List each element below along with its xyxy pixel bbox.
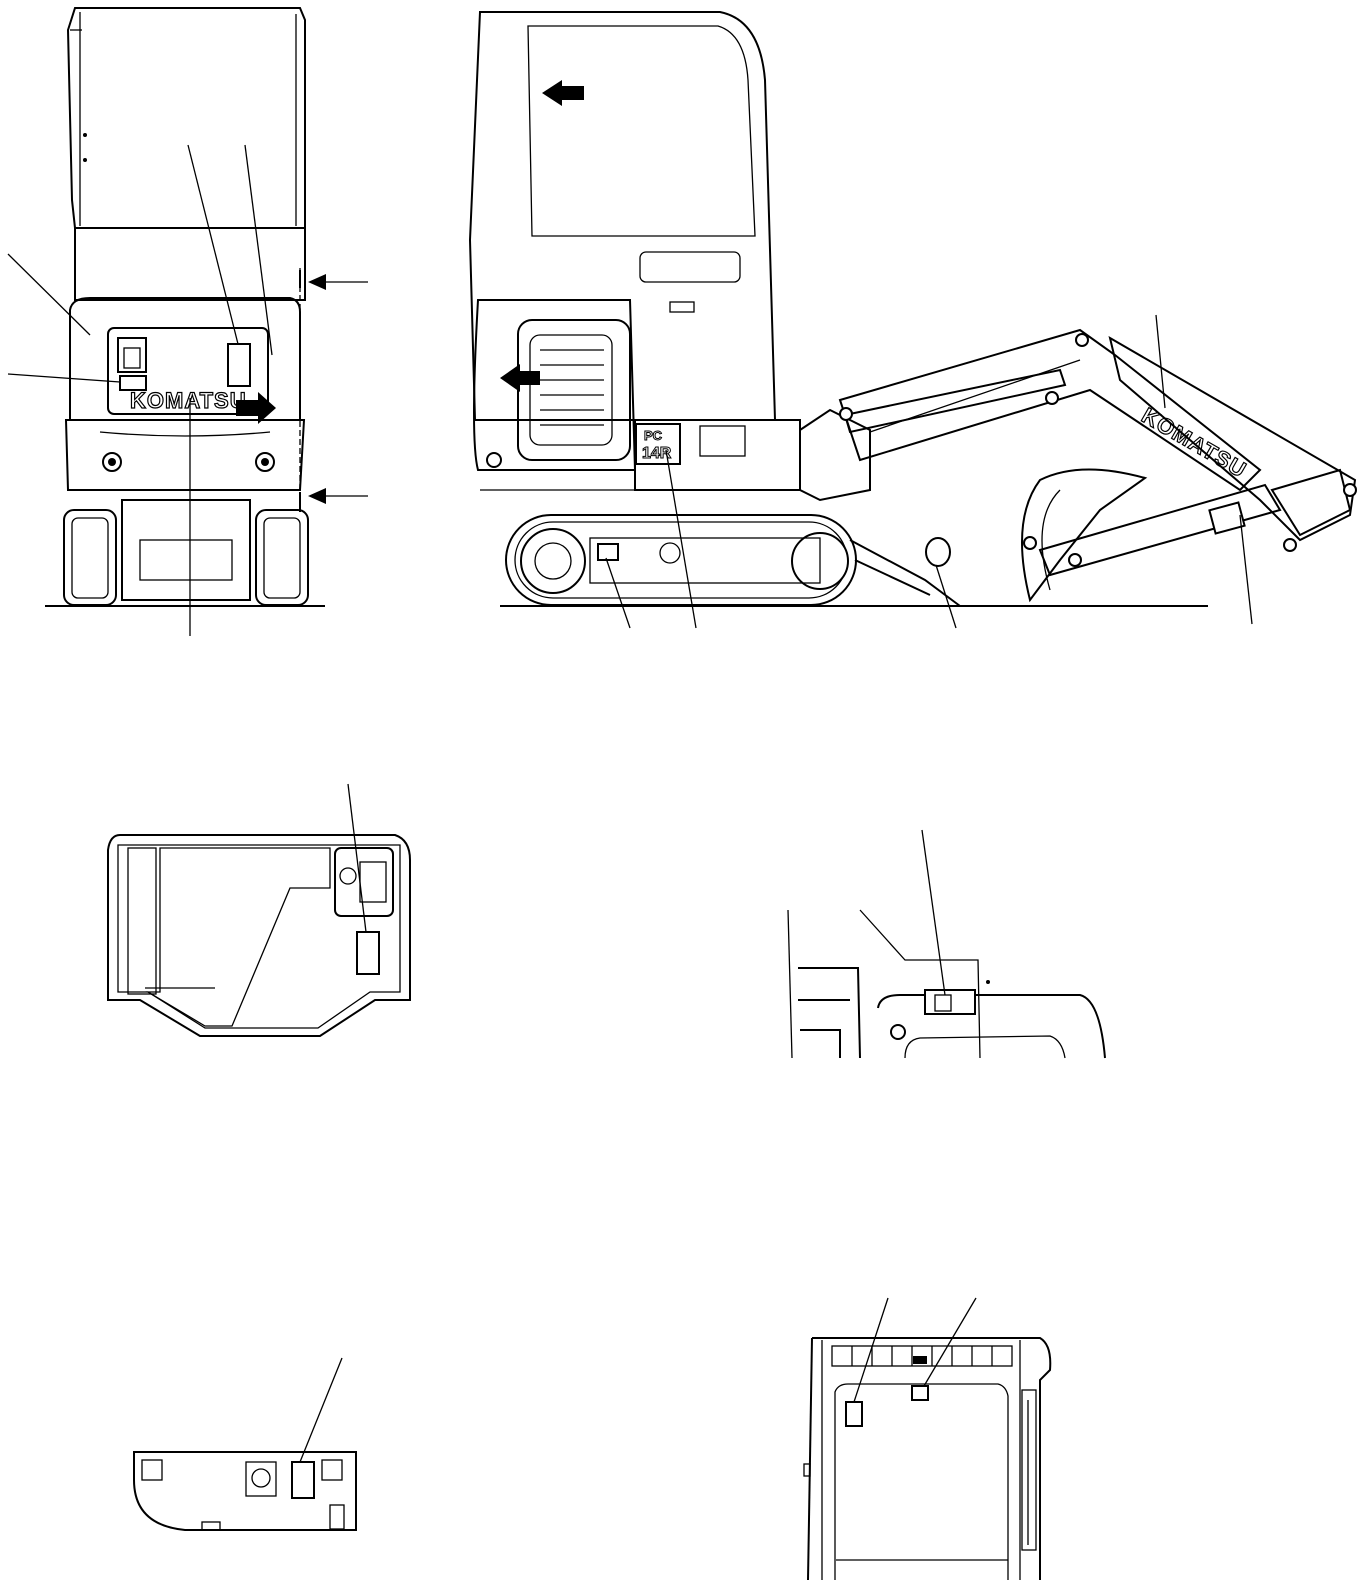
side-engine-panel: [473, 299, 637, 471]
leader-line: [187, 144, 239, 345]
arrow-right-icon: [236, 392, 276, 424]
cab-rear-window: [834, 1383, 1009, 1580]
decal-box-rear-right: [227, 343, 251, 387]
leader-line: [244, 144, 273, 356]
arrow-left-icon: [500, 364, 540, 392]
engine-hood-detail: [107, 783, 411, 1037]
decal-box-arm: [1208, 501, 1246, 535]
leader-line: [935, 564, 957, 629]
rear-view: KOMATSU: [7, 7, 368, 636]
cab-door-edge: [787, 909, 793, 1059]
arm: [1108, 335, 1357, 542]
rear-light: [117, 337, 147, 373]
leader-line: [1239, 514, 1253, 625]
rear-undercarriage-frame: [121, 499, 251, 601]
leader-line: [921, 829, 946, 996]
cab-seat-frame: [877, 994, 1106, 1059]
leader-line: [347, 783, 367, 933]
leader-line: [665, 449, 697, 629]
leader-line: [1155, 314, 1166, 409]
cab-interior-detail: [787, 829, 1106, 1059]
side-cab-window: [527, 25, 756, 237]
leader-line: [853, 1297, 889, 1403]
arrow-left-icon: [308, 274, 326, 290]
lower-panel-detail: [133, 1357, 357, 1531]
komatsu-logo-rear: KOMATSU: [130, 388, 247, 413]
model-badge: [635, 423, 681, 465]
swing-bracket: [799, 408, 871, 502]
leader-line: [923, 1297, 977, 1387]
decal-box-window-left: [845, 1401, 863, 1427]
leader-line: [7, 253, 91, 336]
arrow-left-icon: [308, 488, 326, 504]
rear-upper-body: [74, 227, 306, 301]
bucket: [1021, 468, 1148, 603]
bucket-cylinder: [1038, 483, 1282, 577]
decal-box-track-frame: [597, 543, 619, 561]
arrow-left-icon: [542, 80, 584, 106]
panel-outline: [133, 1451, 357, 1531]
cab-rear-frame: [812, 1337, 1052, 1580]
decal-box-cab: [924, 989, 976, 1015]
cab-rear-window-detail: [803, 1297, 1052, 1580]
decal-box-panel: [291, 1461, 315, 1499]
side-cab-outline: [468, 11, 777, 421]
drive-sprocket: [520, 528, 586, 594]
rear-engine-hood: [69, 297, 301, 421]
leader-line: [605, 557, 631, 629]
side-grille: [540, 349, 604, 426]
boom: [838, 328, 1262, 492]
hood-outline: [107, 834, 411, 1037]
rear-cab-pillars: [79, 12, 297, 226]
model-badge-line1: PC: [644, 428, 663, 443]
boom-cylinder: [843, 368, 1067, 434]
rear-cab-outline: [66, 7, 306, 229]
cab-vent-slots: [831, 1345, 1013, 1367]
side-view: PC 14R KOMATSU: [468, 11, 1357, 629]
leader-line: [7, 373, 121, 383]
leader-line: [299, 1357, 343, 1463]
decal-box-window-top: [911, 1385, 929, 1401]
dozer-blade: [849, 539, 961, 607]
decal-box-rear-left: [119, 375, 147, 391]
model-badge-line2: 14R: [642, 445, 672, 462]
decal-box-hood: [356, 931, 380, 975]
